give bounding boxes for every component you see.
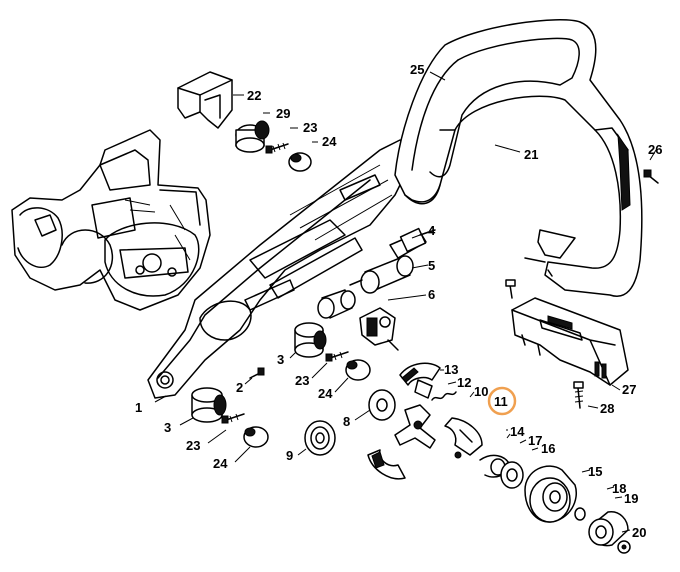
bracket-part-22 bbox=[177, 71, 233, 129]
cap-part-24-low bbox=[243, 426, 269, 448]
clutch-carrier bbox=[394, 404, 436, 449]
label-part-1: 1 bbox=[135, 400, 142, 415]
label-part-15: 15 bbox=[588, 464, 602, 479]
label-part-18: 18 bbox=[612, 481, 626, 496]
screw-part-28 bbox=[573, 381, 584, 409]
screw-part-23-top bbox=[265, 142, 289, 154]
cap-part-24-mid bbox=[345, 359, 371, 381]
bearing-part-16 bbox=[500, 461, 524, 489]
clutch-shoe-part-13 bbox=[399, 362, 441, 399]
label-part-20: 20 bbox=[632, 525, 646, 540]
handle-frame bbox=[394, 19, 643, 297]
cap-part-24-top bbox=[288, 152, 312, 172]
clutch-shoe-part-10 bbox=[444, 417, 483, 459]
spring-part-12 bbox=[431, 391, 457, 401]
label-part-12: 12 bbox=[457, 375, 471, 390]
label-part-23-top: 23 bbox=[303, 120, 317, 135]
label-part-24-mid: 24 bbox=[318, 386, 333, 401]
washer-part-9 bbox=[304, 420, 336, 456]
label-part-27: 27 bbox=[622, 382, 636, 397]
bolt-small bbox=[505, 279, 516, 299]
label-part-23-mid: 23 bbox=[295, 373, 309, 388]
label-part-21: 21 bbox=[524, 147, 538, 162]
label-part-3-upper: 3 bbox=[277, 352, 284, 367]
bushing-part-3-upper bbox=[294, 322, 327, 358]
leader-lines bbox=[154, 71, 657, 533]
label-part-4: 4 bbox=[428, 223, 436, 238]
label-part-2: 2 bbox=[236, 380, 243, 395]
screw-part-2 bbox=[249, 367, 265, 379]
label-part-22: 22 bbox=[247, 88, 261, 103]
label-part-23-low: 23 bbox=[186, 438, 200, 453]
label-part-10: 10 bbox=[474, 384, 488, 399]
part-labels: 22 29 23 24 25 21 26 4 5 6 1 2 3 3 23 23… bbox=[135, 62, 662, 540]
label-part-25: 25 bbox=[410, 62, 424, 77]
label-part-17: 17 bbox=[528, 433, 542, 448]
label-part-6: 6 bbox=[428, 287, 435, 302]
cylinder-part-5 bbox=[349, 255, 414, 294]
guide-plate bbox=[147, 139, 411, 399]
label-part-14: 14 bbox=[510, 424, 525, 439]
bushing-part-29 bbox=[235, 120, 270, 153]
screw-part-26 bbox=[643, 169, 659, 184]
label-part-5: 5 bbox=[428, 258, 435, 273]
handle-grip-part-27 bbox=[511, 297, 629, 386]
label-part-16: 16 bbox=[541, 441, 555, 456]
label-part-26: 26 bbox=[648, 142, 662, 157]
label-part-8: 8 bbox=[343, 414, 350, 429]
label-part-11: 11 bbox=[494, 394, 508, 409]
nut-part-20 bbox=[617, 540, 631, 554]
clutch-drum-part-15 bbox=[524, 465, 577, 523]
sleeve-part-6-left bbox=[317, 289, 356, 319]
bushing-part-3-lower bbox=[191, 387, 227, 423]
highlight-ring bbox=[487, 386, 517, 416]
label-part-13: 13 bbox=[444, 362, 458, 377]
label-part-3-lower: 3 bbox=[164, 420, 171, 435]
clutch-shoe-lower bbox=[367, 449, 406, 480]
label-part-24-low: 24 bbox=[213, 456, 228, 471]
sprocket-part-19 bbox=[588, 511, 629, 547]
screw-part-23-low bbox=[221, 413, 245, 424]
label-part-19: 19 bbox=[624, 491, 638, 506]
label-part-29: 29 bbox=[276, 106, 290, 121]
label-part-28: 28 bbox=[600, 401, 614, 416]
washer-part-8 bbox=[368, 389, 396, 421]
tensioner-part-6 bbox=[359, 307, 399, 351]
label-part-9: 9 bbox=[286, 448, 293, 463]
label-part-24-top: 24 bbox=[322, 134, 337, 149]
engine-housing bbox=[11, 129, 211, 311]
screw-part-23-mid bbox=[325, 351, 349, 362]
washer-part-18 bbox=[574, 507, 586, 521]
